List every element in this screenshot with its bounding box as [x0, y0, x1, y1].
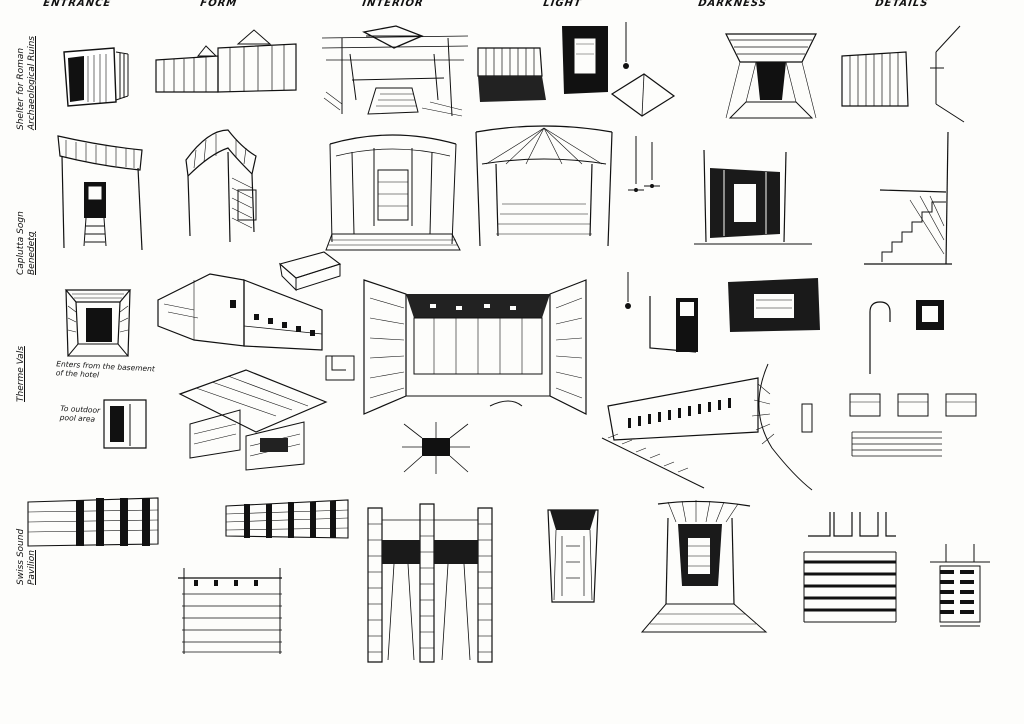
row-label-shelter: Shelter for Roman Archaeological Ruins: [16, 36, 38, 130]
sketch-caplutta-entrance: [54, 128, 146, 254]
column-header-entrance: ENTRANCE: [42, 0, 112, 9]
sketch-caplutta-light-lamps: [624, 134, 664, 192]
sketch-shelter-interior: [322, 18, 468, 120]
row-label-line: Archaeological Ruins: [27, 36, 37, 130]
sketch-therme-block: [278, 250, 344, 294]
column-header-darkness: DARKNESS: [697, 0, 768, 9]
row-label-line: Caplutta Sogn: [16, 211, 26, 275]
sketch-swiss-light: [544, 506, 602, 606]
sketch-shelter-light-lamp: [608, 20, 678, 120]
note-outdoor-pool: To outdoor pool area: [59, 403, 101, 424]
sketch-swiss-details-sections: [800, 508, 900, 632]
sketch-swiss-interior: [364, 500, 498, 666]
sketch-shelter-entrance: [58, 44, 132, 110]
row-label-therme-vals: Therme Vals: [16, 346, 27, 402]
sketch-swiss-form: [222, 496, 352, 544]
sketch-shelter-form: [154, 26, 300, 96]
sketch-shelter-darkness: [716, 20, 826, 120]
sketch-caplutta-light: [472, 124, 616, 252]
sketch-swiss-form-elevation: [174, 564, 286, 656]
column-header-light: LIGHT: [542, 0, 583, 9]
sketch-swiss-details-stack: [926, 540, 994, 632]
row-label-line: Therme Vals: [16, 346, 26, 402]
sketch-shelter-light-exterior: [476, 44, 546, 102]
sketch-therme-darkness: [728, 278, 820, 332]
note-enters-from-basement: Enters from the basement of the hotel: [55, 359, 156, 380]
sketch-shelter-details: [840, 22, 970, 122]
sketch-therme-details-stack: [846, 388, 982, 464]
row-label-line: Benedetg: [27, 231, 37, 275]
sketch-caplutta-darkness: [694, 148, 812, 248]
sketch-therme-section: [176, 366, 328, 476]
sketch-shelter-light-window: [562, 26, 608, 94]
column-header-details: DETAILS: [874, 0, 930, 9]
sketch-caplutta-interior: [322, 126, 464, 256]
sketch-caplutta-form: [180, 128, 272, 248]
row-label-caplutta: Caplutta Sogn Benedetg: [16, 211, 38, 275]
sketch-therme-plan-mini: [324, 354, 358, 384]
sketch-therme-detail-burst: [400, 420, 472, 476]
sketch-swiss-entrance: [24, 492, 166, 550]
sketch-therme-light-lamp: [625, 270, 698, 366]
sketch-therme-form: [154, 270, 330, 354]
column-header-form: FORM: [199, 0, 238, 9]
sketch-caplutta-details: [860, 130, 960, 270]
row-label-line: Shelter for Roman: [16, 47, 26, 130]
sketch-therme-entrance: [62, 286, 134, 360]
sketch-therme-corridor: [598, 364, 818, 492]
sketch-swiss-darkness: [638, 498, 772, 640]
sketch-therme-interior: [360, 278, 590, 422]
sketch-therme-details-spout: [860, 300, 944, 376]
column-header-interior: INTERIOR: [361, 0, 425, 9]
sketch-therme-pool-door: [100, 396, 150, 452]
